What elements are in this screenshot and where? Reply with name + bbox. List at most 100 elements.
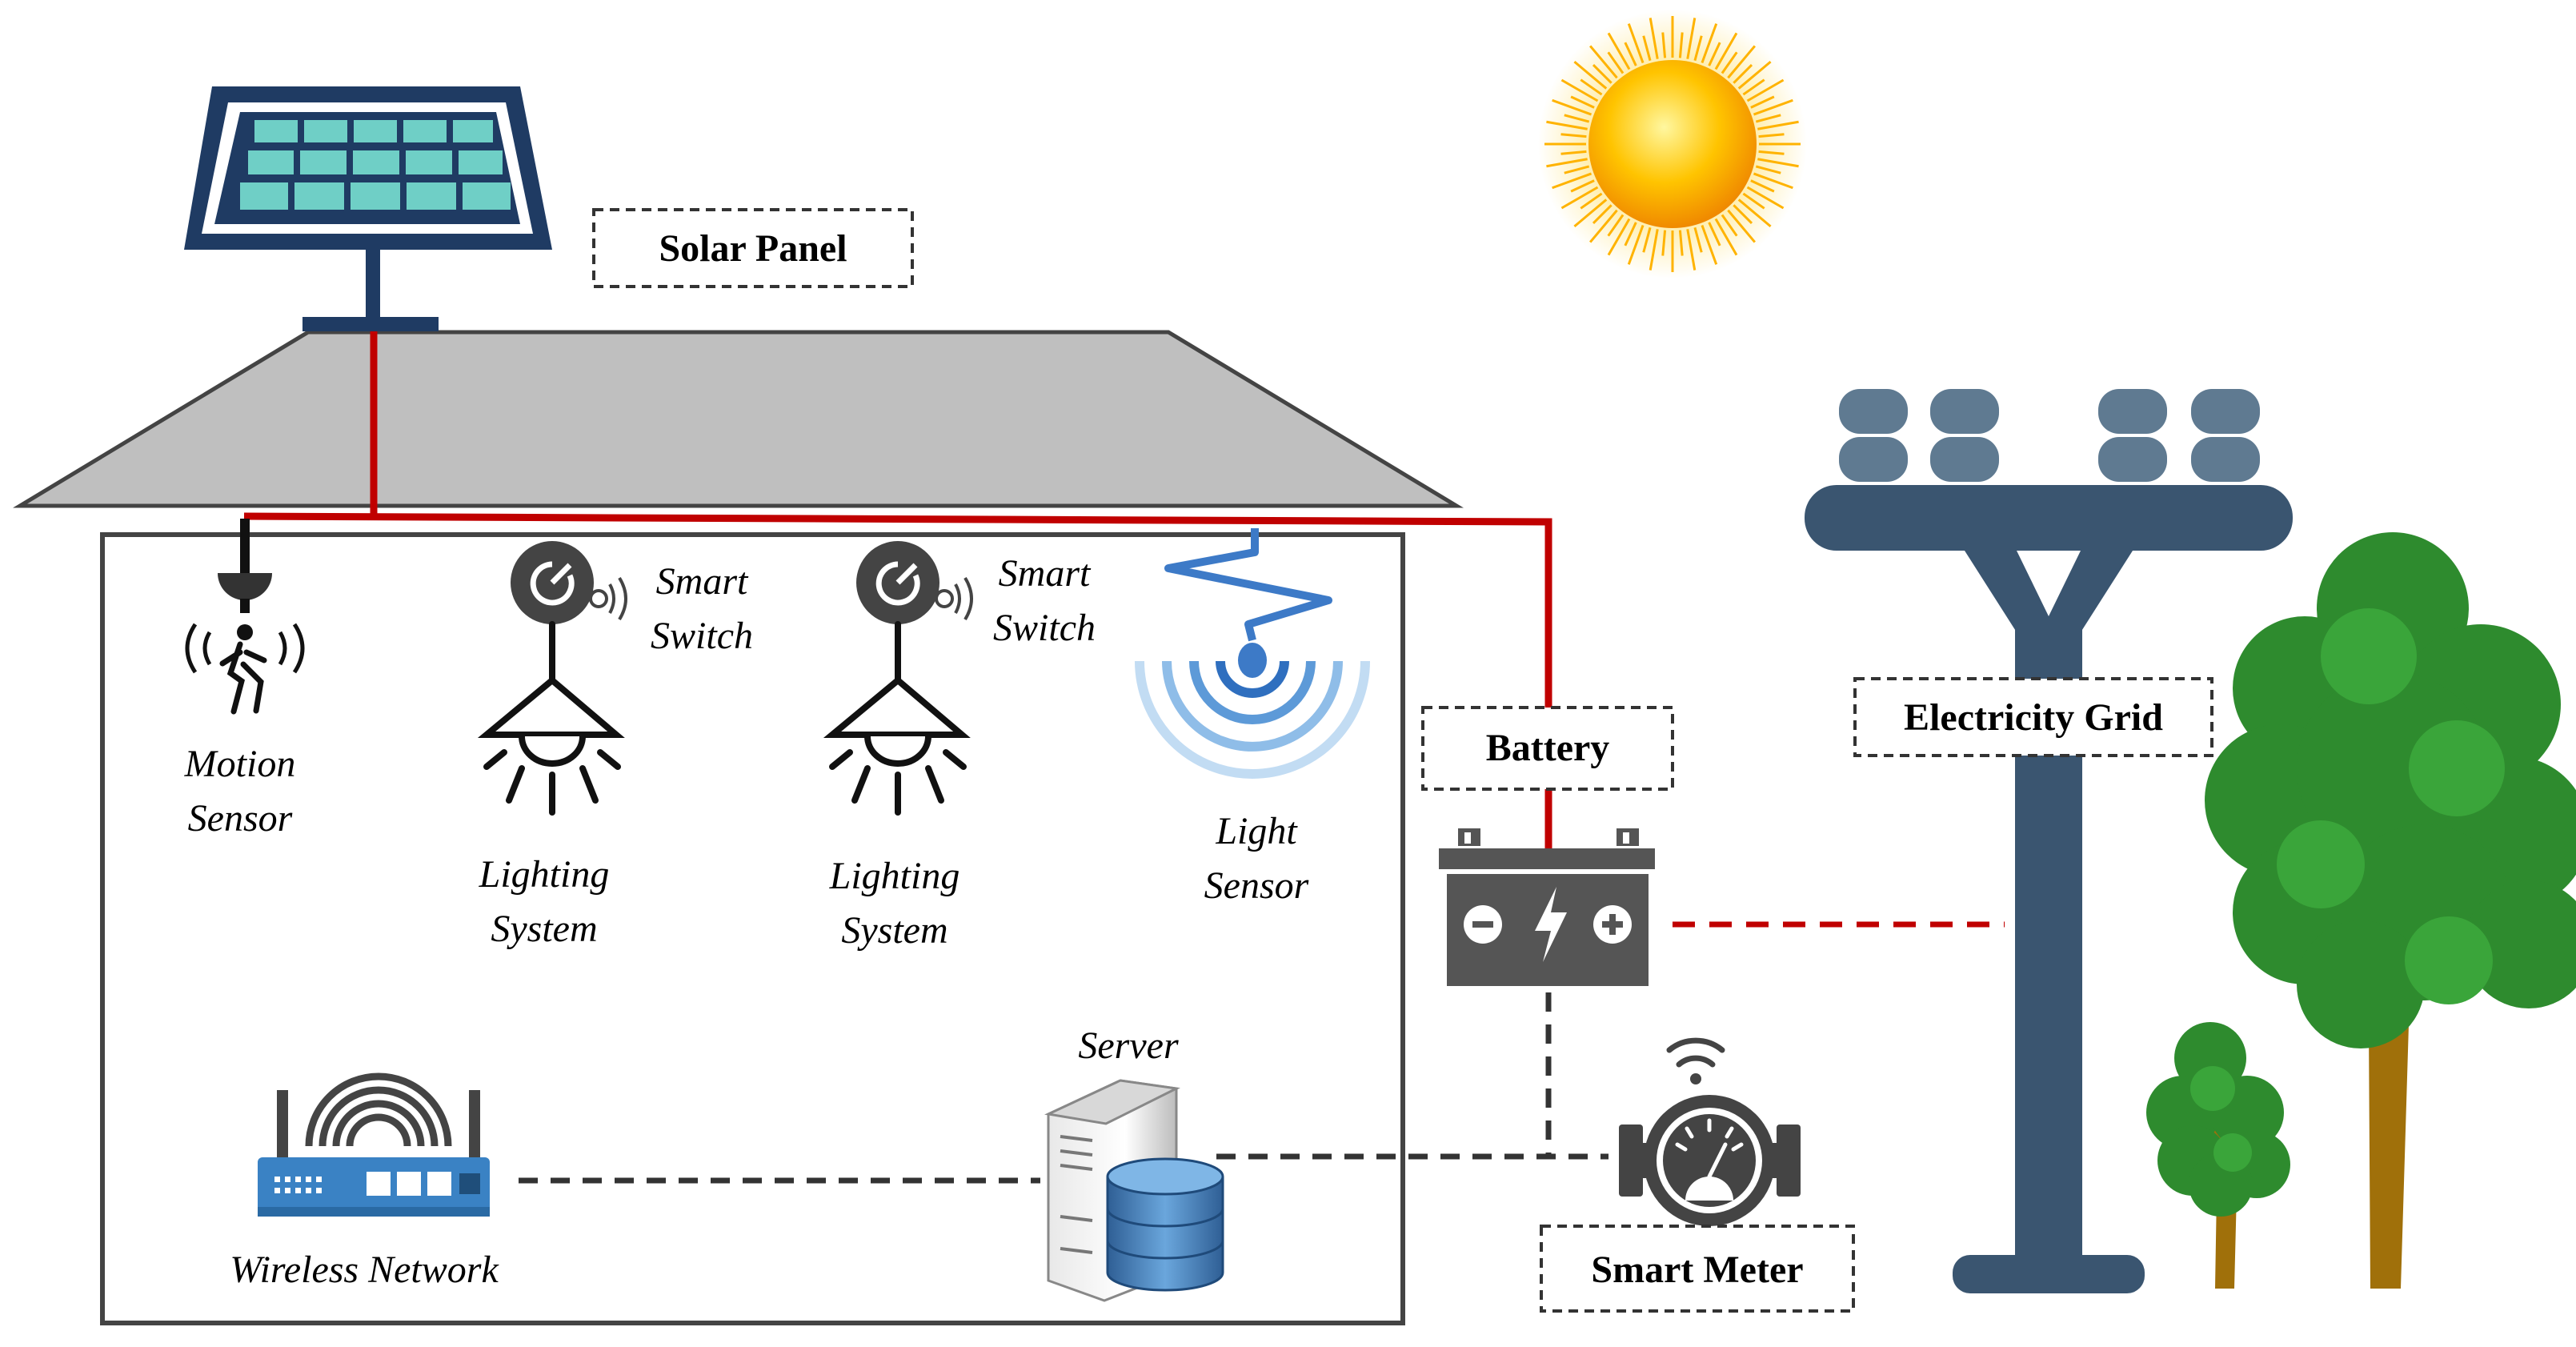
sun-ray (1686, 229, 1697, 271)
sun-ray (1721, 214, 1738, 237)
solar-panel-label: Solar Panel (659, 227, 847, 270)
sun-ray (1642, 35, 1652, 62)
sun-ray (1573, 198, 1608, 227)
lamp-icon (823, 621, 971, 816)
sun-ray (1755, 165, 1781, 174)
sun-ray (1570, 179, 1595, 193)
sun-ray (1573, 61, 1608, 90)
smart-meter-label-box (1540, 1225, 1855, 1313)
sun-ray (1580, 192, 1603, 210)
sun-ray (1564, 165, 1590, 174)
sun-ray (1649, 18, 1659, 59)
sun-ray (1570, 95, 1595, 109)
smart-meter-label: Smart Meter (1591, 1249, 1803, 1291)
sun-ray (1737, 198, 1772, 227)
smart-switch-label: Smart (999, 552, 1092, 595)
sun-ray (1742, 192, 1765, 210)
server-label: Server (1078, 1024, 1179, 1067)
sun-ray (1607, 51, 1625, 74)
sun-ray (1686, 18, 1697, 59)
battery-icon (1439, 828, 1655, 986)
smart-switch-label: Switch (651, 615, 753, 657)
light-sensor-label: Light (1215, 810, 1298, 852)
sun-ray (1560, 78, 1599, 102)
sun-ray (1589, 209, 1618, 243)
sun-ray (1678, 32, 1684, 58)
sun-ray (1661, 32, 1667, 58)
sun-ray (1746, 186, 1785, 210)
sun-ray (1701, 224, 1718, 265)
solar-panel-label-box (592, 208, 914, 288)
sun-ray (1627, 23, 1645, 64)
sun-ray (1564, 114, 1590, 123)
motion-sensor-icon (185, 519, 305, 715)
lighting-system-label: Lighting (829, 855, 960, 897)
lighting-system-label: Lighting (479, 853, 610, 896)
sun-ray (1627, 224, 1645, 265)
sun-ray (1721, 51, 1738, 74)
sun-ray (1727, 45, 1756, 79)
lamp-icon (477, 621, 625, 816)
sun-ray (1758, 133, 1785, 138)
sun-ray (1750, 179, 1775, 193)
sun-ray (1727, 209, 1756, 243)
sun-ray (1607, 214, 1625, 237)
sun-ray (1661, 230, 1667, 256)
sun-ray (1753, 172, 1793, 190)
sun-ray (1546, 120, 1588, 130)
wireless-network-label: Wireless Network (230, 1249, 499, 1291)
sun-ray (1708, 222, 1721, 247)
sun-ray (1624, 42, 1637, 66)
sun-ray (1755, 114, 1781, 123)
data-lines (519, 992, 1608, 1184)
smart-switch-icon (856, 541, 973, 624)
light-sensor-label: Sensor (1204, 864, 1309, 907)
sun-ray (1714, 218, 1738, 256)
motion-sensor-label: Sensor (188, 797, 293, 840)
sun-ray (1708, 42, 1721, 66)
sun-ray (1592, 63, 1613, 84)
sun-ray (1737, 61, 1772, 90)
sun-ray (1733, 63, 1753, 84)
sun-ray (1757, 120, 1799, 130)
sun-ray (1733, 204, 1753, 225)
electricity-grid-label: Electricity Grid (1904, 696, 2163, 739)
sun-ray (1758, 150, 1785, 155)
sun-ray (1693, 35, 1703, 62)
sun-ray (1714, 32, 1738, 70)
sun-ray (1560, 133, 1587, 138)
sun-ray (1546, 158, 1588, 168)
sun-ray (1642, 227, 1652, 253)
sun-ray (1560, 150, 1587, 155)
sun-ray (1649, 229, 1659, 271)
sun-ray (1746, 78, 1785, 102)
solar-panel-icon (184, 86, 552, 331)
sun-ray (1693, 227, 1703, 253)
electricity-grid-label-box (1853, 677, 2213, 757)
lighting-system-label: System (841, 909, 947, 952)
power-pole-icon (1805, 389, 2293, 1293)
smart-meter-icon (1619, 1037, 1801, 1226)
house-roof (13, 330, 1464, 508)
tree-icon (2146, 1022, 2290, 1289)
sun-ray (1757, 158, 1799, 168)
smart-switch-label: Smart (656, 560, 749, 603)
lighting-system-label: System (491, 908, 597, 950)
smart-switch-icon (511, 541, 627, 624)
sun-ray (1589, 45, 1618, 79)
sun-ray (1592, 204, 1613, 225)
sun-ray (1607, 32, 1631, 70)
sun-ray (1742, 78, 1765, 96)
smart-switch-label: Switch (993, 607, 1096, 649)
sun-ray (1607, 218, 1631, 256)
sun-ray (1552, 98, 1592, 116)
sun-ray (1750, 95, 1775, 109)
battery-label-box (1421, 706, 1674, 791)
battery-label: Battery (1486, 727, 1610, 769)
sun-ray (1753, 98, 1793, 116)
sun-ray (1701, 23, 1718, 64)
router-icon (258, 1072, 490, 1217)
sun-ray (1678, 230, 1684, 256)
sun-ray (1580, 78, 1603, 96)
